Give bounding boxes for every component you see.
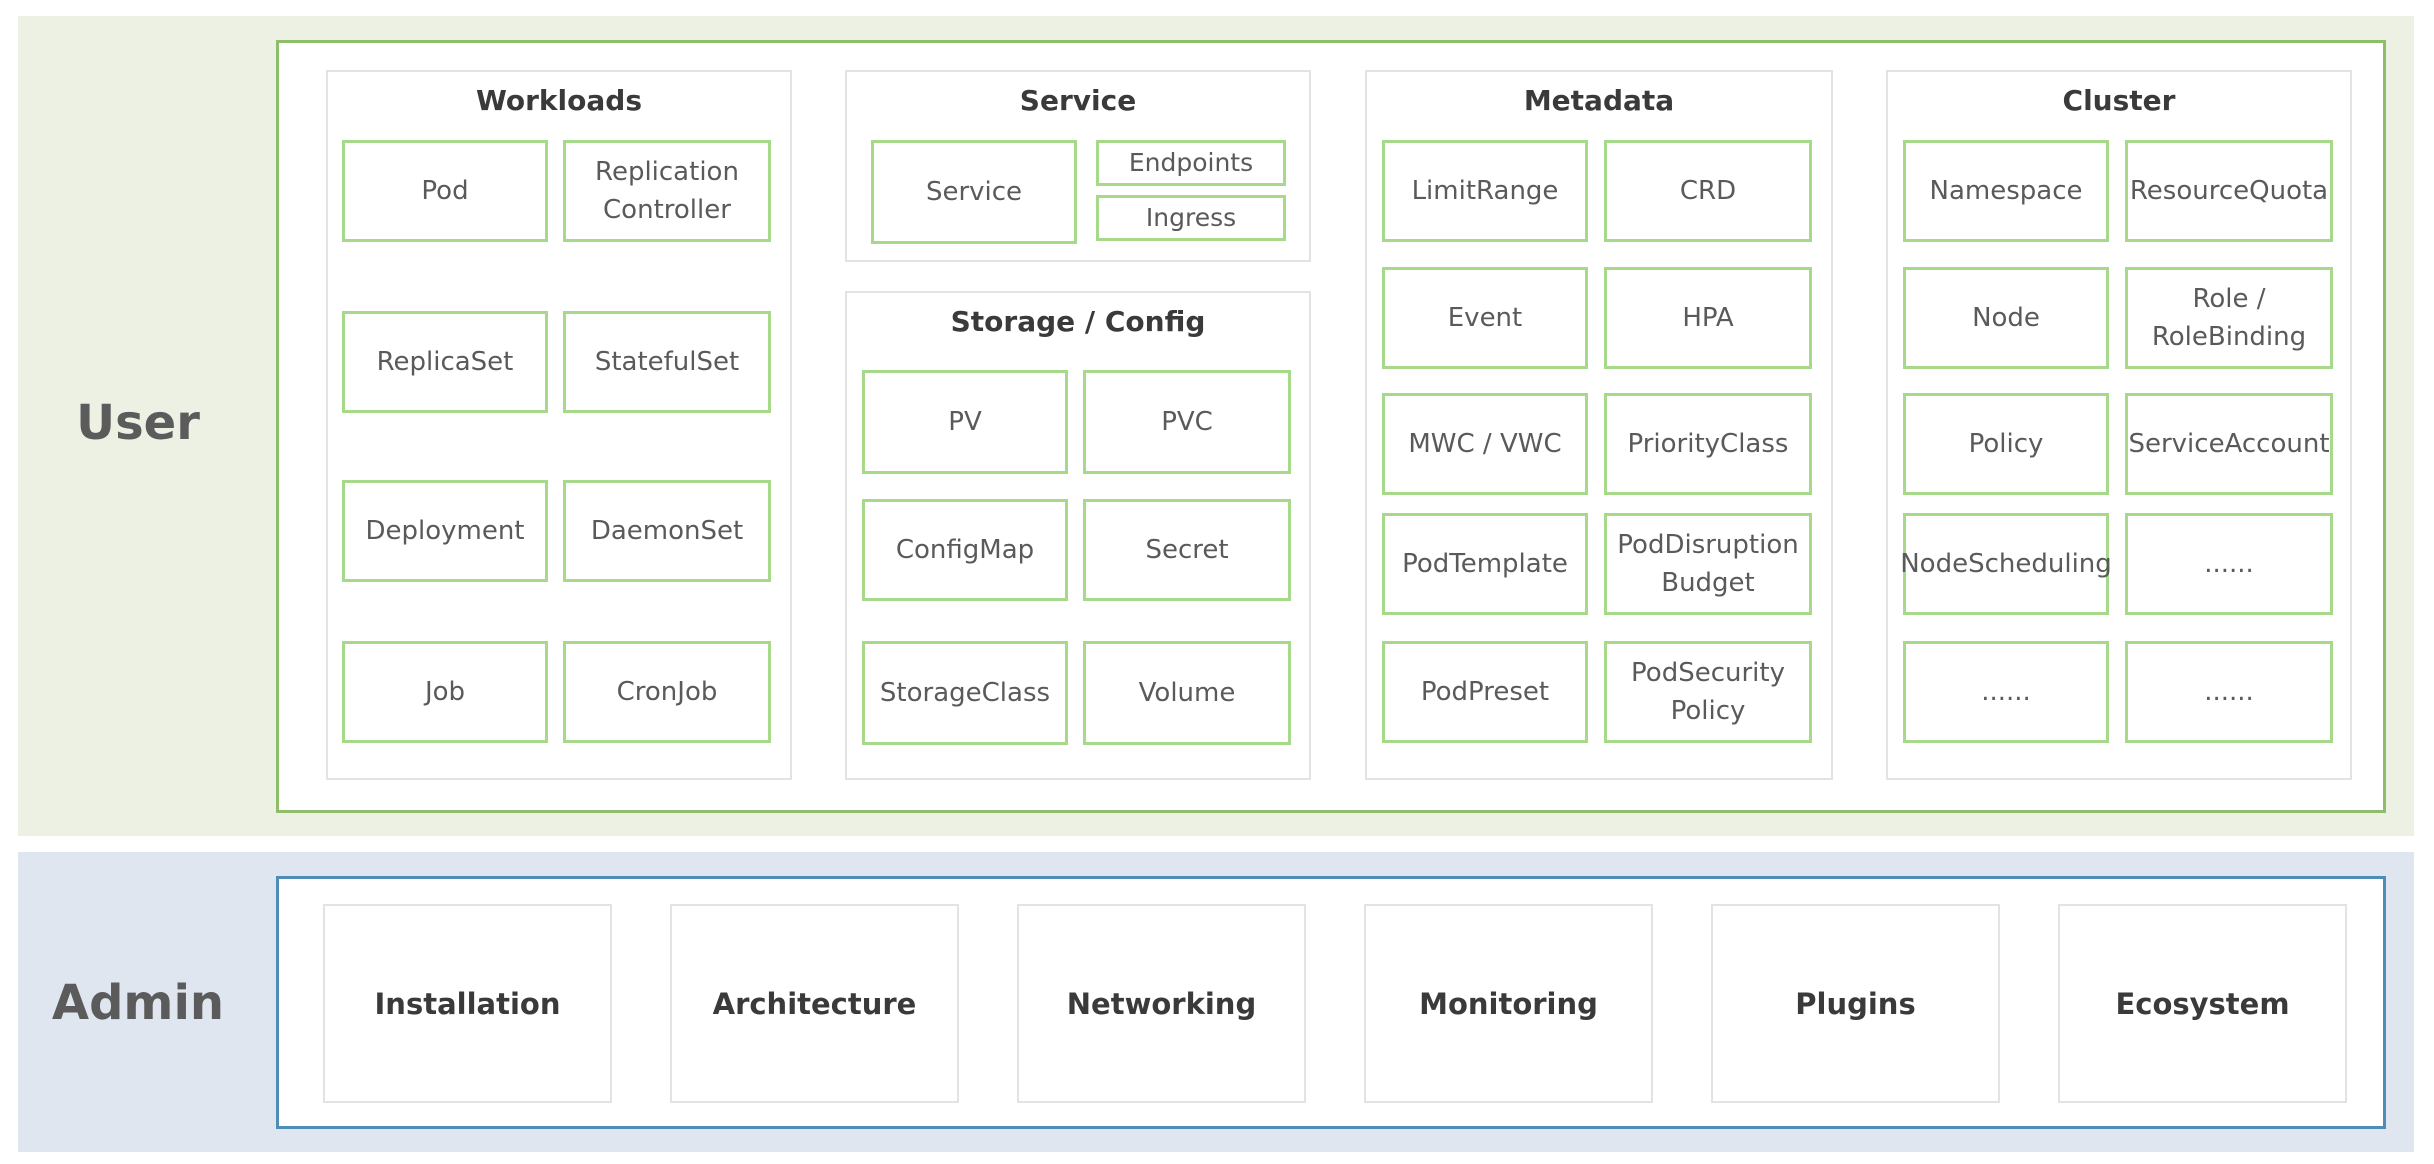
resource-cronjob: CronJob (563, 641, 771, 743)
resource-endpoints: Endpoints (1096, 140, 1286, 186)
admin-label: Admin (51, 975, 225, 1031)
resource-volume: Volume (1083, 641, 1291, 745)
storage-config-title: Storage / Config (950, 305, 1206, 338)
admin-frame (276, 876, 2386, 1129)
resource-crd: CRD (1604, 140, 1812, 242)
resource-more-3: ...... (2125, 641, 2333, 743)
resource-pvc: PVC (1083, 370, 1291, 474)
resource-pod: Pod (342, 140, 548, 242)
resource-policy: Policy (1903, 393, 2109, 495)
admin-monitoring: Monitoring (1364, 904, 1653, 1103)
resource-more-1: ...... (2125, 513, 2333, 615)
admin-networking: Networking (1017, 904, 1306, 1103)
resource-poddisruptionbudget: PodDisruption Budget (1604, 513, 1812, 615)
resource-job: Job (342, 641, 548, 743)
resource-podtemplate: PodTemplate (1382, 513, 1588, 615)
resource-role-rolebinding: Role / RoleBinding (2125, 267, 2333, 369)
resource-resourcequota: ResourceQuota (2125, 140, 2333, 242)
resource-limitrange: LimitRange (1382, 140, 1588, 242)
resource-pv: PV (862, 370, 1068, 474)
resource-podsecuritypolicy: PodSecurity Policy (1604, 641, 1812, 743)
resource-mwc-vwc: MWC / VWC (1382, 393, 1588, 495)
metadata-title: Metadata (1523, 84, 1675, 117)
resource-service: Service (871, 140, 1077, 244)
service-title: Service (1019, 84, 1137, 117)
resource-daemonset: DaemonSet (563, 480, 771, 582)
resource-event: Event (1382, 267, 1588, 369)
resource-deployment: Deployment (342, 480, 548, 582)
resource-ingress: Ingress (1096, 195, 1286, 241)
cluster-title: Cluster (2062, 84, 2176, 117)
resource-replicaset: ReplicaSet (342, 311, 548, 413)
workloads-title: Workloads (476, 84, 642, 117)
resource-nodescheduling: NodeScheduling (1900, 513, 2112, 615)
admin-plugins: Plugins (1711, 904, 2000, 1103)
resource-podpreset: PodPreset (1382, 641, 1588, 743)
admin-architecture: Architecture (670, 904, 959, 1103)
user-label: User (76, 395, 200, 451)
admin-ecosystem: Ecosystem (2058, 904, 2347, 1103)
resource-configmap: ConfigMap (862, 499, 1068, 601)
resource-serviceaccount: ServiceAccount (2125, 393, 2333, 495)
resource-more-2: ...... (1903, 641, 2109, 743)
resource-priorityclass: PriorityClass (1604, 393, 1812, 495)
resource-namespace: Namespace (1903, 140, 2109, 242)
resource-node: Node (1903, 267, 2109, 369)
resource-hpa: HPA (1604, 267, 1812, 369)
resource-replication-controller: Replication Controller (563, 140, 771, 242)
admin-installation: Installation (323, 904, 612, 1103)
resource-statefulset: StatefulSet (563, 311, 771, 413)
resource-storageclass: StorageClass (862, 641, 1068, 745)
resource-secret: Secret (1083, 499, 1291, 601)
